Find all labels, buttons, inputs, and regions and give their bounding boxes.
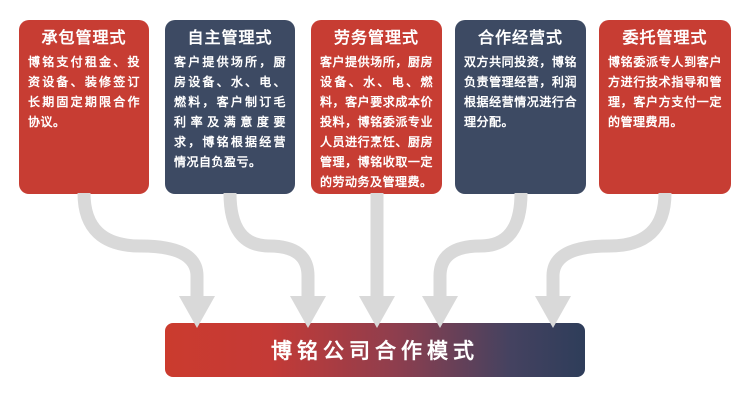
card-title-contract-management: 承包管理式: [41, 30, 127, 47]
card-labor-service-management: 劳务管理式 客户提供场所，厨房设备、水、电、燃料，客户要求成本价投料，博铭委派专…: [311, 20, 442, 194]
card-joint-operation: 合作经营式 双方共同投资，博铭负责管理经营，利润根据经营情况进行合理分配。: [455, 20, 586, 194]
card-contract-management: 承包管理式 博铭支付租金、投资设备、装修签订长期固定期限合作协议。: [19, 20, 149, 194]
card-title-self-management: 自主管理式: [187, 30, 273, 47]
flow-arrow-1-icon: [77, 192, 215, 328]
card-body-entrusted-management: 博铭委派专人到客户方进行技术指导和管理，客户方支付一定的管理费用。: [608, 55, 722, 129]
card-entrusted-management: 委托管理式 博铭委派专人到客户方进行技术指导和管理，客户方支付一定的管理费用。: [599, 20, 731, 194]
flow-arrow-4-icon: [422, 192, 528, 328]
flow-arrow-2-icon: [223, 192, 326, 328]
summary-bar-label: 博铭公司合作模式: [271, 340, 479, 363]
card-title-entrusted-management: 委托管理式: [622, 30, 708, 47]
summary-bar: 博铭公司合作模式: [165, 323, 585, 377]
card-body-labor-service-management: 客户提供场所，厨房设备、水、电、燃料，客户要求成本价投料，博铭委派专业人员进行烹…: [320, 55, 433, 189]
card-self-management: 自主管理式 客户提供场所，厨房设备、水、电、燃料，客户制订毛利率及满意度要求，博…: [165, 20, 295, 194]
flow-arrow-3-icon: [359, 193, 395, 328]
card-body-self-management: 客户提供场所，厨房设备、水、电、燃料，客户制订毛利率及满意度要求，博铭根据经营情…: [174, 55, 286, 169]
flow-arrow-5-icon: [535, 192, 672, 328]
card-body-contract-management: 博铭支付租金、投资设备、装修签订长期固定期限合作协议。: [28, 55, 140, 129]
card-body-joint-operation: 双方共同投资，博铭负责管理经营，利润根据经营情况进行合理分配。: [464, 55, 577, 129]
card-title-labor-service-management: 劳务管理式: [333, 30, 419, 47]
card-title-joint-operation: 合作经营式: [477, 30, 563, 47]
